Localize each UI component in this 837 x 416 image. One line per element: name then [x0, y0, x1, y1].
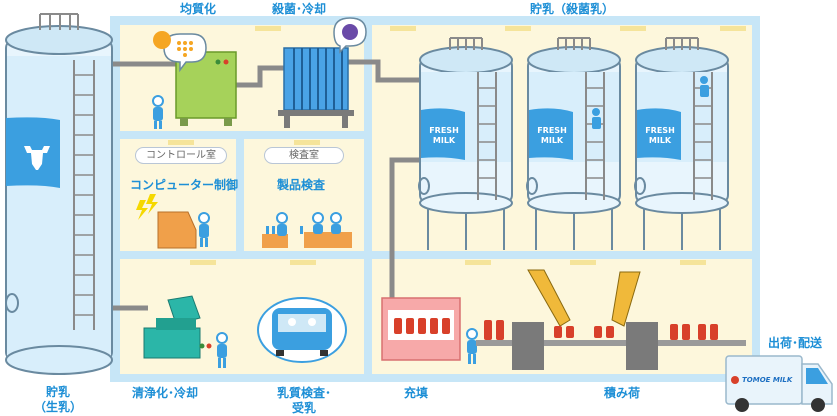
inspection-bench: [262, 212, 352, 248]
label-clean-cool: 清浄化･冷却: [132, 386, 199, 400]
germ-icon: [342, 24, 358, 40]
label-inspection-receiving-text: 乳質検査･ 受乳: [276, 386, 331, 415]
tank-label-2: FRESH MILK: [537, 126, 567, 145]
label-loading: 積み荷: [604, 386, 641, 400]
label-storage-raw: 貯乳 （生乳）: [30, 385, 86, 415]
sterilizer-machine: [278, 17, 367, 128]
storage-tank-1: [418, 37, 513, 250]
label-shipping: 出荷･配送: [768, 336, 823, 350]
label-filling: 充填: [404, 386, 429, 400]
homogenizer-machine: [153, 31, 237, 126]
worker-homogenizer: [152, 95, 164, 129]
tag-inspection-room: 検査室: [264, 147, 344, 164]
ceiling-lights: [168, 26, 746, 265]
lightning-icon: [136, 194, 158, 220]
label-storage-sterilized: 貯乳（殺菌乳）: [530, 2, 615, 16]
tag-control-room: コントロール室: [135, 147, 227, 164]
label-homogenization: 均質化: [180, 2, 217, 16]
loading-area: [476, 269, 746, 370]
filling-machine: [381, 297, 478, 364]
label-computer-control: コンピューター制御: [130, 178, 239, 192]
storage-tank-3: [634, 37, 729, 250]
raw-milk-tank: [5, 13, 113, 375]
label-product-inspection: 製品検査: [277, 178, 326, 192]
label-inspection-receiving: 乳質検査･ 受乳: [262, 386, 346, 416]
storage-tank-2: [526, 37, 621, 250]
tank-label-3: FRESH MILK: [645, 126, 675, 145]
lightbulb-icon: [153, 31, 171, 49]
receiving-vehicle: [257, 297, 347, 363]
label-storage-raw-text: 貯乳 （生乳）: [33, 385, 82, 414]
cow-icon: [24, 146, 50, 170]
control-console: [136, 194, 210, 249]
truck-brand: TOMOE MILK: [742, 376, 793, 384]
label-sterilize-cool: 殺菌･冷却: [272, 2, 327, 16]
tank-label-1: FRESH MILK: [429, 126, 459, 145]
cleaning-machine: [143, 295, 228, 368]
delivery-truck: [725, 355, 833, 412]
